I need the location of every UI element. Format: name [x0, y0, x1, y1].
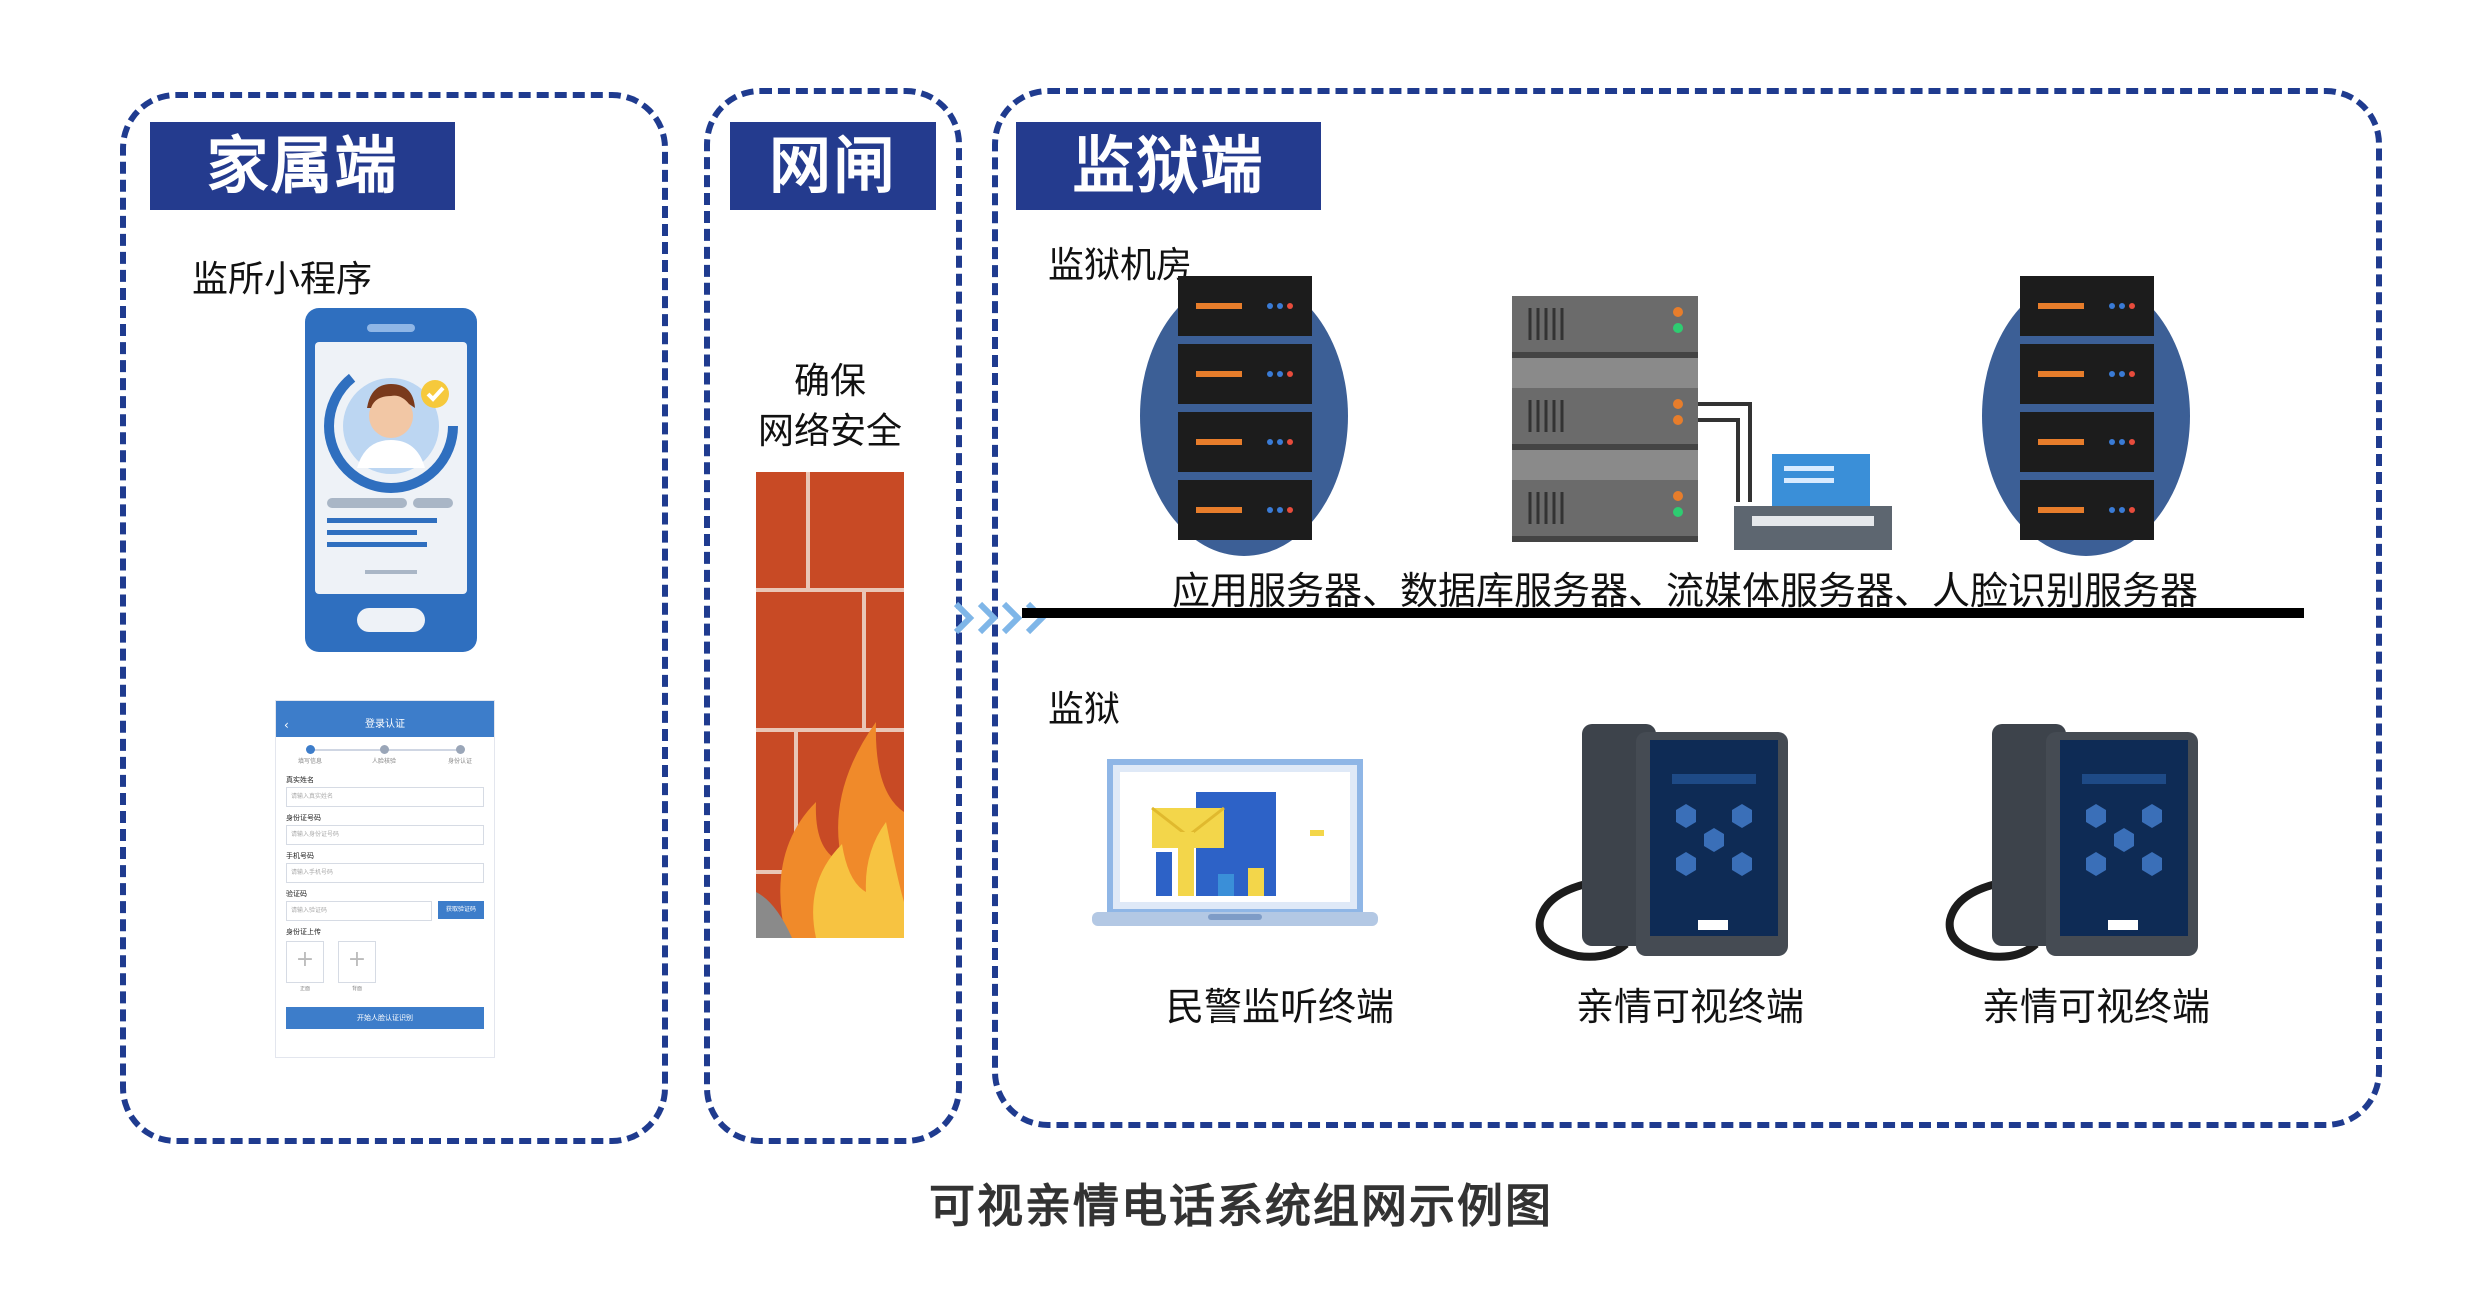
firewall-icon	[756, 472, 904, 938]
server-rack-icon-2	[1982, 276, 2190, 556]
server-room-label: 监狱机房	[1048, 245, 1193, 286]
step-label: 填写信息	[298, 758, 323, 765]
network-line	[1022, 608, 2304, 618]
database-server-icon	[1512, 296, 1892, 550]
gateway-panel	[704, 88, 962, 1144]
chevron-arrows-icon	[953, 601, 1047, 635]
login-form-screenshot: ‹ 登录认证 填写信息 人脸核验 身份认证 真实姓名 请输入真实姓名 身份证号码…	[275, 700, 495, 1058]
video-phone-icon-2	[1945, 724, 2198, 961]
upload-label: 身份证上传	[286, 928, 321, 936]
server-rack-icon	[1140, 276, 1348, 556]
start-face-auth-button[interactable]: 开始人脸认证识别	[286, 1007, 484, 1029]
family-panel	[120, 92, 668, 1144]
servers-caption: 应用服务器、数据库服务器、流媒体服务器、人脸识别服务器	[1172, 569, 2199, 613]
step-dot	[380, 745, 389, 754]
prison-header: 监狱端	[1016, 122, 1321, 210]
mini-program-label: 监所小程序	[192, 259, 373, 300]
back-icon[interactable]: ‹	[284, 718, 289, 732]
step-label: 身份认证	[448, 758, 473, 765]
visual-terminal-label-2: 亲情可视终端	[1982, 985, 2211, 1029]
name-label: 真实姓名	[286, 776, 314, 784]
step-label: 人脸核验	[372, 758, 397, 765]
police-terminal-label: 民警监听终端	[1166, 985, 1395, 1029]
laptop-icon	[1092, 759, 1378, 926]
gateway-header: 网闸	[730, 122, 936, 210]
id-field[interactable]: 请输入身份证号码	[286, 825, 484, 845]
prison-panel	[992, 88, 2382, 1128]
gateway-note-line2: 网络安全	[758, 411, 903, 452]
figure-title: 可视亲情电话系统组网示例图	[929, 1179, 1553, 1233]
status-bar	[276, 701, 494, 713]
phone-field[interactable]: 请输入手机号码	[286, 863, 484, 883]
visual-terminal-label: 亲情可视终端	[1576, 985, 1805, 1029]
upload-back-button[interactable]: +背面	[338, 941, 376, 992]
gateway-note-line1: 确保	[794, 361, 867, 402]
step-dot	[456, 745, 465, 754]
form-title: 登录认证	[365, 719, 405, 730]
code-field[interactable]: 请输入验证码	[286, 901, 432, 921]
get-code-button[interactable]: 获取验证码	[438, 901, 484, 919]
step-dot	[306, 745, 315, 754]
upload-back-label: 背面	[351, 986, 362, 992]
upload-front-button[interactable]: +正面	[286, 941, 324, 992]
id-label: 身份证号码	[286, 814, 321, 822]
form-navbar: ‹ 登录认证	[276, 713, 494, 737]
code-label: 验证码	[286, 890, 307, 898]
progress-steps: 填写信息 人脸核验 身份认证	[276, 737, 494, 771]
prison-label: 监狱	[1048, 689, 1121, 730]
family-header: 家属端	[150, 122, 455, 210]
video-phone-icon	[1535, 724, 1788, 961]
phone-label: 手机号码	[286, 852, 314, 860]
name-field[interactable]: 请输入真实姓名	[286, 787, 484, 807]
phone-illustration	[305, 308, 477, 652]
upload-front-label: 正面	[299, 986, 310, 992]
